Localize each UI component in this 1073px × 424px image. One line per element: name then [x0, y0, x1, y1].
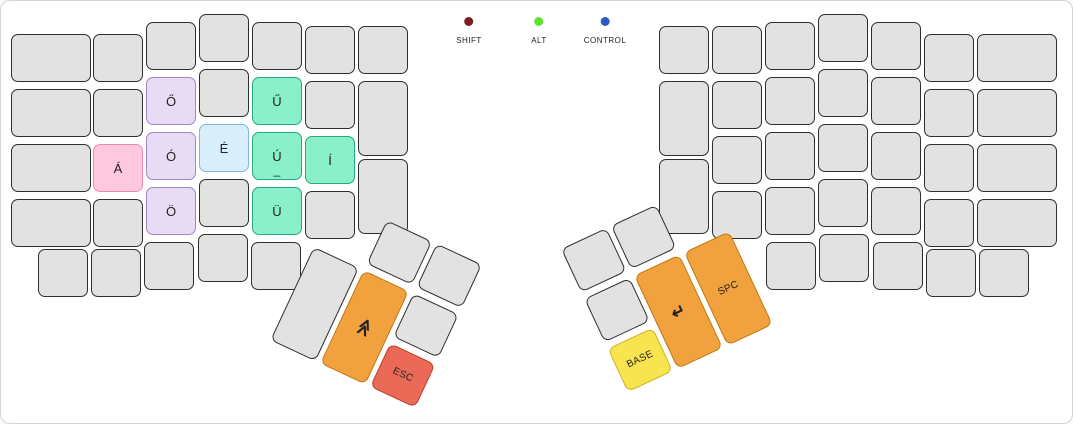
key-blank[interactable]: [977, 34, 1057, 82]
key-label: ESC: [390, 365, 415, 385]
key-blank[interactable]: [144, 242, 194, 290]
key-blank[interactable]: [198, 234, 248, 282]
key-blank[interactable]: [305, 191, 355, 239]
key-blank[interactable]: [712, 136, 762, 184]
key-blank[interactable]: [199, 179, 249, 227]
key-blank[interactable]: [926, 249, 976, 297]
key-blank[interactable]: [871, 132, 921, 180]
key-blank[interactable]: [924, 34, 974, 82]
key-label: Ó: [165, 148, 177, 164]
key-o-double-acute[interactable]: Ő: [146, 77, 196, 125]
key-label: ↵: [668, 300, 689, 324]
key-blank[interactable]: [871, 77, 921, 125]
key-blank[interactable]: [871, 22, 921, 70]
key-blank[interactable]: [818, 14, 868, 62]
key-blank[interactable]: [712, 191, 762, 239]
key-blank[interactable]: [305, 81, 355, 129]
key-blank[interactable]: [305, 26, 355, 74]
key-u-double-acute[interactable]: Ű: [252, 77, 302, 125]
key-blank[interactable]: [818, 124, 868, 172]
key-blank[interactable]: [979, 249, 1029, 297]
key-blank[interactable]: [766, 242, 816, 290]
key-blank[interactable]: [38, 249, 88, 297]
key-blank[interactable]: [818, 69, 868, 117]
key-blank[interactable]: [765, 22, 815, 70]
key-blank[interactable]: [819, 234, 869, 282]
key-blank[interactable]: [93, 34, 143, 82]
key-blank[interactable]: [765, 132, 815, 180]
key-blank[interactable]: [765, 187, 815, 235]
key-label: É: [219, 140, 229, 156]
key-sublabel: _: [273, 163, 281, 177]
key-blank[interactable]: [93, 199, 143, 247]
key-blank[interactable]: [358, 159, 408, 234]
key-a-acute[interactable]: Á: [93, 144, 143, 192]
key-blank[interactable]: [251, 242, 301, 290]
key-label: Á: [113, 160, 123, 176]
key-blank[interactable]: [712, 26, 762, 74]
key-blank[interactable]: [977, 199, 1057, 247]
key-blank[interactable]: [146, 22, 196, 70]
key-blank[interactable]: [199, 69, 249, 117]
key-u-umlaut[interactable]: Ü: [252, 187, 302, 235]
key-blank[interactable]: [977, 144, 1057, 192]
key-blank[interactable]: [91, 249, 141, 297]
key-label: Í: [328, 152, 332, 168]
key-blank[interactable]: [924, 144, 974, 192]
key-label: ≫: [352, 315, 377, 340]
key-o-acute[interactable]: Ó: [146, 132, 196, 180]
key-blank[interactable]: [252, 22, 302, 70]
key-blank[interactable]: [659, 26, 709, 74]
key-label: BASE: [625, 348, 656, 371]
key-blank[interactable]: [659, 159, 709, 234]
key-e-acute[interactable]: É: [199, 124, 249, 172]
key-blank[interactable]: [11, 89, 91, 137]
key-blank[interactable]: [924, 89, 974, 137]
key-blank[interactable]: [199, 14, 249, 62]
key-blank[interactable]: [358, 26, 408, 74]
key-blank[interactable]: [873, 242, 923, 290]
key-u-acute[interactable]: Ú_: [252, 132, 302, 180]
key-blank[interactable]: [818, 179, 868, 227]
key-blank[interactable]: [358, 81, 408, 156]
key-blank[interactable]: [11, 34, 91, 82]
key-blank[interactable]: [924, 199, 974, 247]
key-label: Ű: [272, 93, 282, 109]
key-label: Ú: [272, 148, 282, 164]
key-blank[interactable]: [765, 77, 815, 125]
key-label: Ő: [165, 93, 177, 109]
key-o-umlaut[interactable]: Ö: [146, 187, 196, 235]
key-blank[interactable]: [93, 89, 143, 137]
key-blank[interactable]: [871, 187, 921, 235]
key-blank[interactable]: [977, 89, 1057, 137]
key-label: Ü: [272, 203, 282, 219]
key-label: Ö: [165, 203, 177, 219]
key-blank[interactable]: [11, 144, 91, 192]
key-i-acute[interactable]: Í: [305, 136, 355, 184]
key-blank[interactable]: [659, 81, 709, 156]
key-blank[interactable]: [11, 199, 91, 247]
key-label: SPC: [716, 278, 741, 298]
key-blank[interactable]: [712, 81, 762, 129]
